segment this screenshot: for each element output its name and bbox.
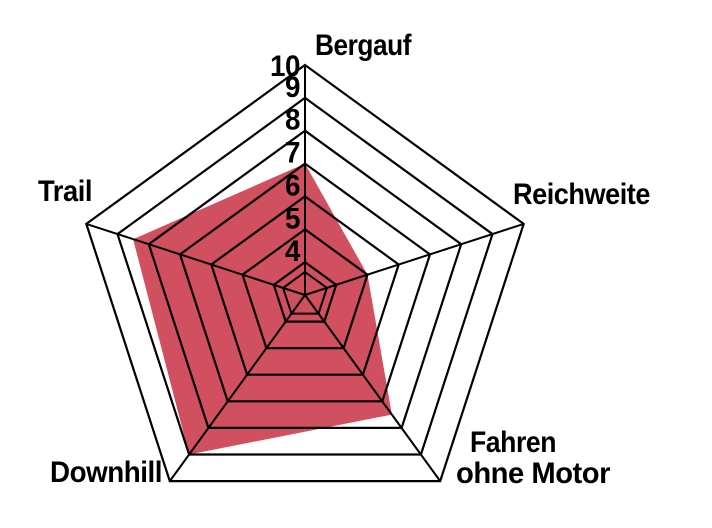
axis-label-fahren-ohne-motor-line1: Fahren <box>470 426 556 459</box>
axis-label-downhill: Downhill <box>50 456 162 489</box>
axis-spoke-reichweite <box>304 222 525 296</box>
axis-label-trail: Trail <box>38 175 92 208</box>
axis-spoke-fahren-ohne-motor <box>304 294 442 482</box>
tick-label-4: 4 <box>285 235 301 268</box>
tick-label-8: 8 <box>285 104 300 137</box>
tick-label-7: 7 <box>285 137 300 170</box>
grid-hub-ring <box>281 270 329 315</box>
grid-ring-7 <box>178 162 432 403</box>
grid-ring-6 <box>210 195 400 376</box>
grid-ring-4 <box>272 260 338 323</box>
axis-spoke-trail <box>85 222 306 296</box>
tick-label-10: 10 <box>270 50 300 83</box>
grid-ring-8 <box>147 129 463 429</box>
data-polygon-rating <box>133 163 392 455</box>
grid-ring-9 <box>116 96 494 456</box>
tick-label-5: 5 <box>285 202 300 235</box>
axis-spoke-downhill <box>168 294 306 482</box>
tick-label-9: 9 <box>285 71 300 104</box>
grid-ring-10 <box>85 63 525 483</box>
axis-label-bergauf: Bergauf <box>315 29 412 62</box>
axis-label-reichweite: Reichweite <box>513 178 650 211</box>
axis-label-fahren-ohne-motor-line2: ohne Motor <box>456 457 611 490</box>
tick-label-6: 6 <box>285 169 300 202</box>
grid-ring-5 <box>241 227 369 350</box>
